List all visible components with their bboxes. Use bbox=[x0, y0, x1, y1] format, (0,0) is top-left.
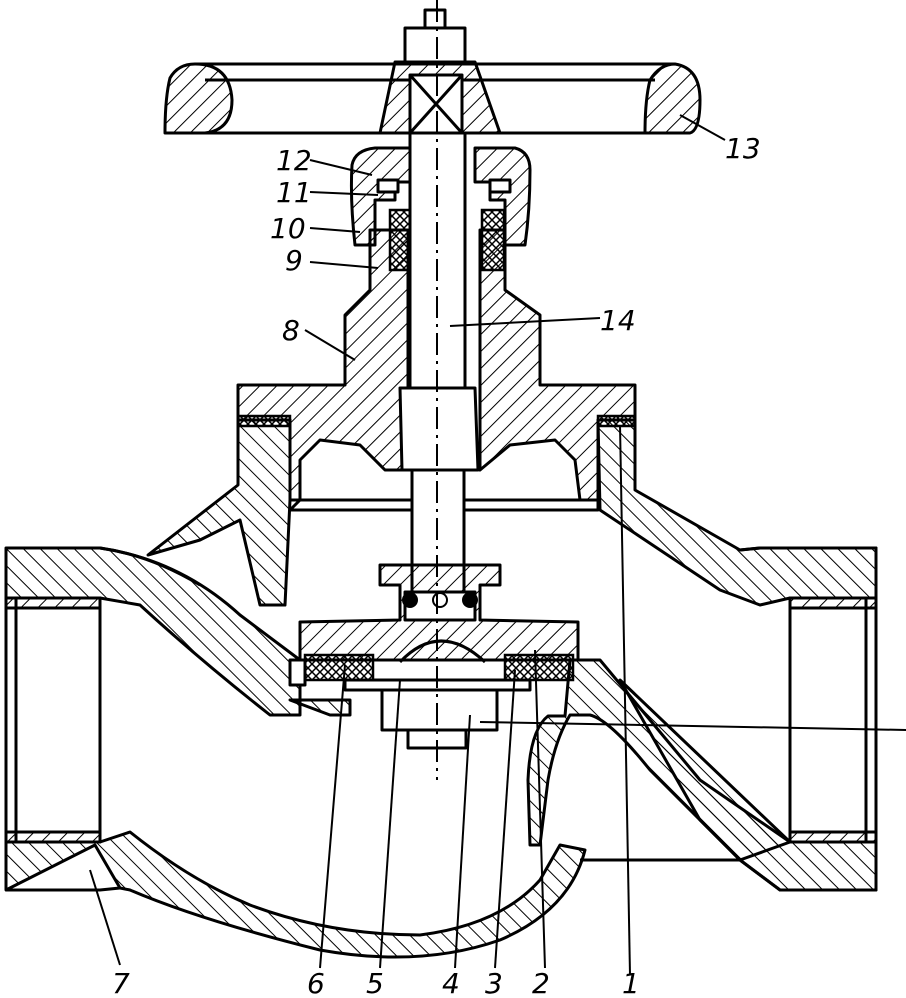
callout-3: 3 bbox=[485, 967, 503, 998]
callout-13: 13 bbox=[725, 132, 761, 165]
callout-6: 6 bbox=[307, 967, 325, 998]
leader-lines bbox=[89, 114, 906, 976]
callout-12: 12 bbox=[276, 144, 312, 177]
valve-body bbox=[4, 418, 878, 959]
callout-5: 5 bbox=[366, 967, 384, 998]
callout-14: 14 bbox=[600, 304, 636, 337]
callout-1: 1 bbox=[622, 967, 640, 998]
callout-10: 10 bbox=[270, 212, 306, 245]
bonnet bbox=[236, 228, 637, 512]
callout-labels: 1 2 3 4 5 6 7 8 9 10 11 12 13 14 bbox=[112, 132, 761, 998]
handwheel bbox=[163, 8, 702, 135]
callout-4: 4 bbox=[442, 967, 460, 998]
callout-8: 8 bbox=[282, 314, 300, 347]
callout-9: 9 bbox=[285, 244, 303, 277]
gland-assembly bbox=[349, 146, 532, 272]
callout-11: 11 bbox=[276, 176, 312, 209]
callout-2: 2 bbox=[532, 967, 550, 998]
spindle bbox=[398, 131, 480, 597]
callout-7: 7 bbox=[112, 967, 130, 998]
